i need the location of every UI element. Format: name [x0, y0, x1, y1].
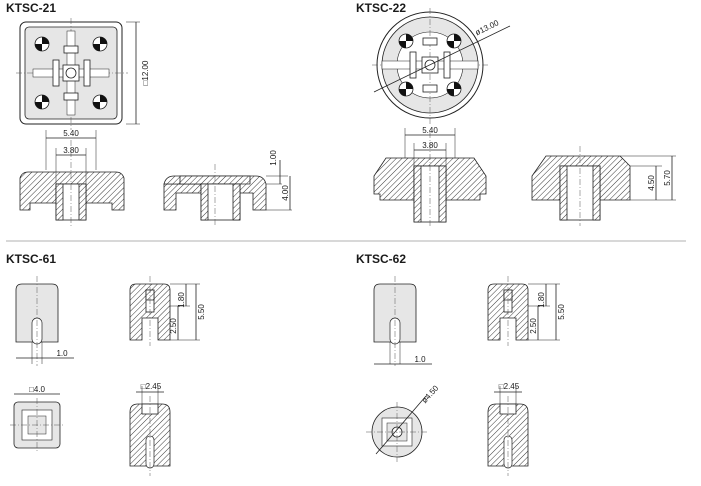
ktsc-62-bottom-view: ø4.50	[366, 383, 441, 462]
ktsc-22-side-view: 4.50 5.70	[531, 146, 676, 226]
ktsc-61-h-c: 5.50	[197, 304, 206, 320]
ktsc-62-h-b: 1.80	[537, 292, 546, 308]
ktsc-61-slot: □2.45	[141, 382, 162, 391]
ktsc-62-h-a: 2.50	[529, 318, 538, 334]
ktsc-22-section-view: 5.40 3.80	[373, 126, 487, 226]
ktsc-21-title: KTSC-21	[6, 1, 56, 15]
corner-mark-icon	[34, 36, 50, 52]
ktsc-62-section-view: 1.80 2.50 5.50	[487, 276, 566, 346]
section-ktsc-62: KTSC-62 1.0 1.80 2.50 5.50	[356, 252, 566, 476]
ktsc-21-h-top: 1.00	[269, 150, 278, 166]
section-ktsc-61: KTSC-61 1.0 1.80 2.50 5.50	[6, 252, 206, 476]
section-ktsc-22: KTSC-22 ø13.00	[356, 1, 676, 226]
ktsc-62-title: KTSC-62	[356, 252, 406, 266]
ktsc-21-size-label: □12.00	[141, 60, 150, 85]
ktsc-21-side-view: 1.00 4.00	[163, 150, 292, 226]
ktsc-62-h-c: 5.50	[557, 304, 566, 320]
corner-mark-icon	[34, 94, 50, 110]
ktsc-62-front-view: 1.0	[373, 276, 432, 366]
ktsc-21-width-outer: 5.40	[63, 129, 79, 138]
ktsc-61-bottom-view: □4.0	[10, 385, 64, 452]
ktsc-61-front-view: 1.0	[15, 276, 74, 366]
ktsc-21-section-view: 5.40 3.80	[19, 129, 125, 226]
corner-mark-icon	[398, 81, 414, 97]
ktsc-21-h-total: 4.00	[281, 185, 290, 201]
corner-mark-icon	[92, 94, 108, 110]
ktsc-62-slot-view: □2.45	[487, 382, 529, 476]
ktsc-62-slot: □2.45	[499, 382, 520, 391]
ktsc-62-pin-width: 1.0	[414, 355, 426, 364]
corner-mark-icon	[92, 36, 108, 52]
ktsc-61-square: □4.0	[29, 385, 46, 394]
section-ktsc-21: KTSC-21 □12.00	[6, 1, 292, 226]
ktsc-61-section-view: 1.80 2.50 5.50	[129, 276, 206, 346]
ktsc-22-h-b: 5.70	[663, 170, 672, 186]
ktsc-22-top-view: ø13.00	[372, 8, 511, 124]
ktsc-21-top-view: □12.00	[16, 18, 150, 130]
ktsc-61-h-a: 2.50	[169, 318, 178, 334]
ktsc-61-title: KTSC-61	[6, 252, 56, 266]
ktsc-61-h-b: 1.80	[177, 292, 186, 308]
ktsc-61-pin-width: 1.0	[56, 349, 68, 358]
ktsc-22-width-inner: 3.80	[422, 141, 438, 150]
ktsc-61-slot-view: □2.45	[129, 382, 171, 476]
corner-mark-icon	[398, 33, 414, 49]
ktsc-22-title: KTSC-22	[356, 1, 406, 15]
ktsc-21-width-inner: 3.80	[63, 146, 79, 155]
corner-mark-icon	[446, 81, 462, 97]
corner-mark-icon	[446, 33, 462, 49]
ktsc-62-diameter: ø4.50	[420, 383, 441, 405]
ktsc-22-diameter: ø13.00	[474, 18, 501, 37]
ktsc-22-h-a: 4.50	[647, 175, 656, 191]
ktsc-22-width-outer: 5.40	[422, 126, 438, 135]
